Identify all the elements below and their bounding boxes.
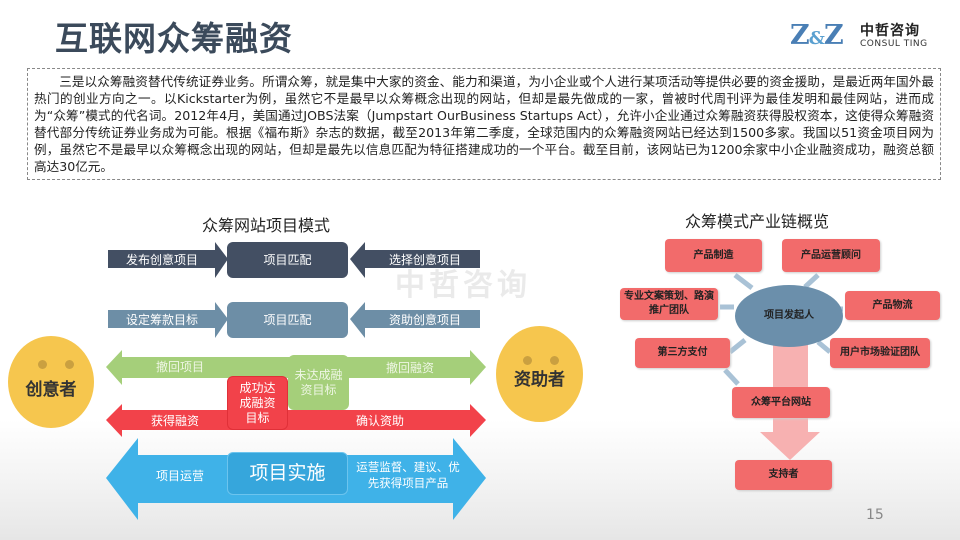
node-operations-advisor: 产品运营顾问	[782, 239, 880, 272]
creator-circle: 创意者	[8, 336, 94, 428]
row2-left-label: 设定筹款目标	[125, 312, 198, 327]
row2-center-box: 项目匹配	[227, 302, 348, 338]
logo: Z&Z 中哲咨询 CONSUL TING	[790, 18, 940, 52]
funder-label: 资助者	[514, 369, 565, 390]
row1-left-arrow	[108, 242, 228, 278]
left-diagram-title: 众筹网站项目模式	[202, 216, 331, 235]
right-diagram-title: 众筹模式产业链概览	[685, 212, 830, 231]
eye-icon	[65, 360, 74, 369]
page-title: 互联网众筹融资	[55, 19, 293, 58]
watermark: 中哲咨询	[395, 268, 531, 303]
row4-center-box: 成功达成融资目标	[227, 376, 288, 430]
row1-center-box: 项目匹配	[227, 242, 348, 278]
node-supporter: 支持者	[735, 460, 832, 490]
node-third-party-payment: 第三方支付	[635, 338, 730, 368]
logo-name-en: CONSUL TING	[860, 39, 928, 49]
row3-right-label: 撤回融资	[385, 360, 434, 375]
node-market-validation: 用户市场验证团队	[830, 338, 930, 368]
page-number: 15	[866, 507, 884, 523]
row3-center-box: 未达成融资目标	[288, 355, 349, 410]
funder-circle: 资助者	[496, 326, 583, 422]
row5-left-label: 项目运营	[155, 468, 204, 483]
row5-center-box: 项目实施	[227, 452, 348, 495]
row4-arrow	[106, 404, 486, 437]
row4-right-label: 确认资助	[355, 413, 404, 428]
row4-left-label: 获得融资	[150, 413, 199, 428]
row1-right-label: 选择创意项目	[388, 252, 461, 267]
eye-icon	[38, 360, 47, 369]
eye-icon	[523, 356, 532, 365]
row5-right-label: 运营监督、建议、优先获得项目产品	[356, 460, 460, 490]
row2-right-label: 资助创意项目	[388, 312, 461, 327]
eye-icon	[550, 356, 559, 365]
row1-right-arrow	[350, 242, 480, 278]
center-ellipse	[735, 285, 843, 347]
body-paragraph: 三是以众筹融资替代传统证券业务。所谓众筹，就是集中大家的资金、能力和渠道，为小企…	[27, 68, 941, 180]
creator-label: 创意者	[25, 379, 77, 400]
center-label: 项目发起人	[764, 310, 814, 321]
row2-right-arrow	[350, 302, 480, 338]
node-platform: 众筹平台网站	[732, 387, 830, 418]
node-product-manufacturing: 产品制造	[665, 239, 762, 272]
row3-left-label: 撤回项目	[155, 360, 204, 374]
row2-left-arrow	[108, 302, 228, 338]
logo-mark: Z&Z	[790, 20, 844, 51]
node-copywriting-team: 专业文案策划、路演推广团队	[620, 288, 718, 320]
node-logistics: 产品物流	[845, 291, 940, 320]
logo-name-cn: 中哲咨询	[860, 23, 920, 39]
row1-left-label: 发布创意项目	[125, 252, 198, 267]
